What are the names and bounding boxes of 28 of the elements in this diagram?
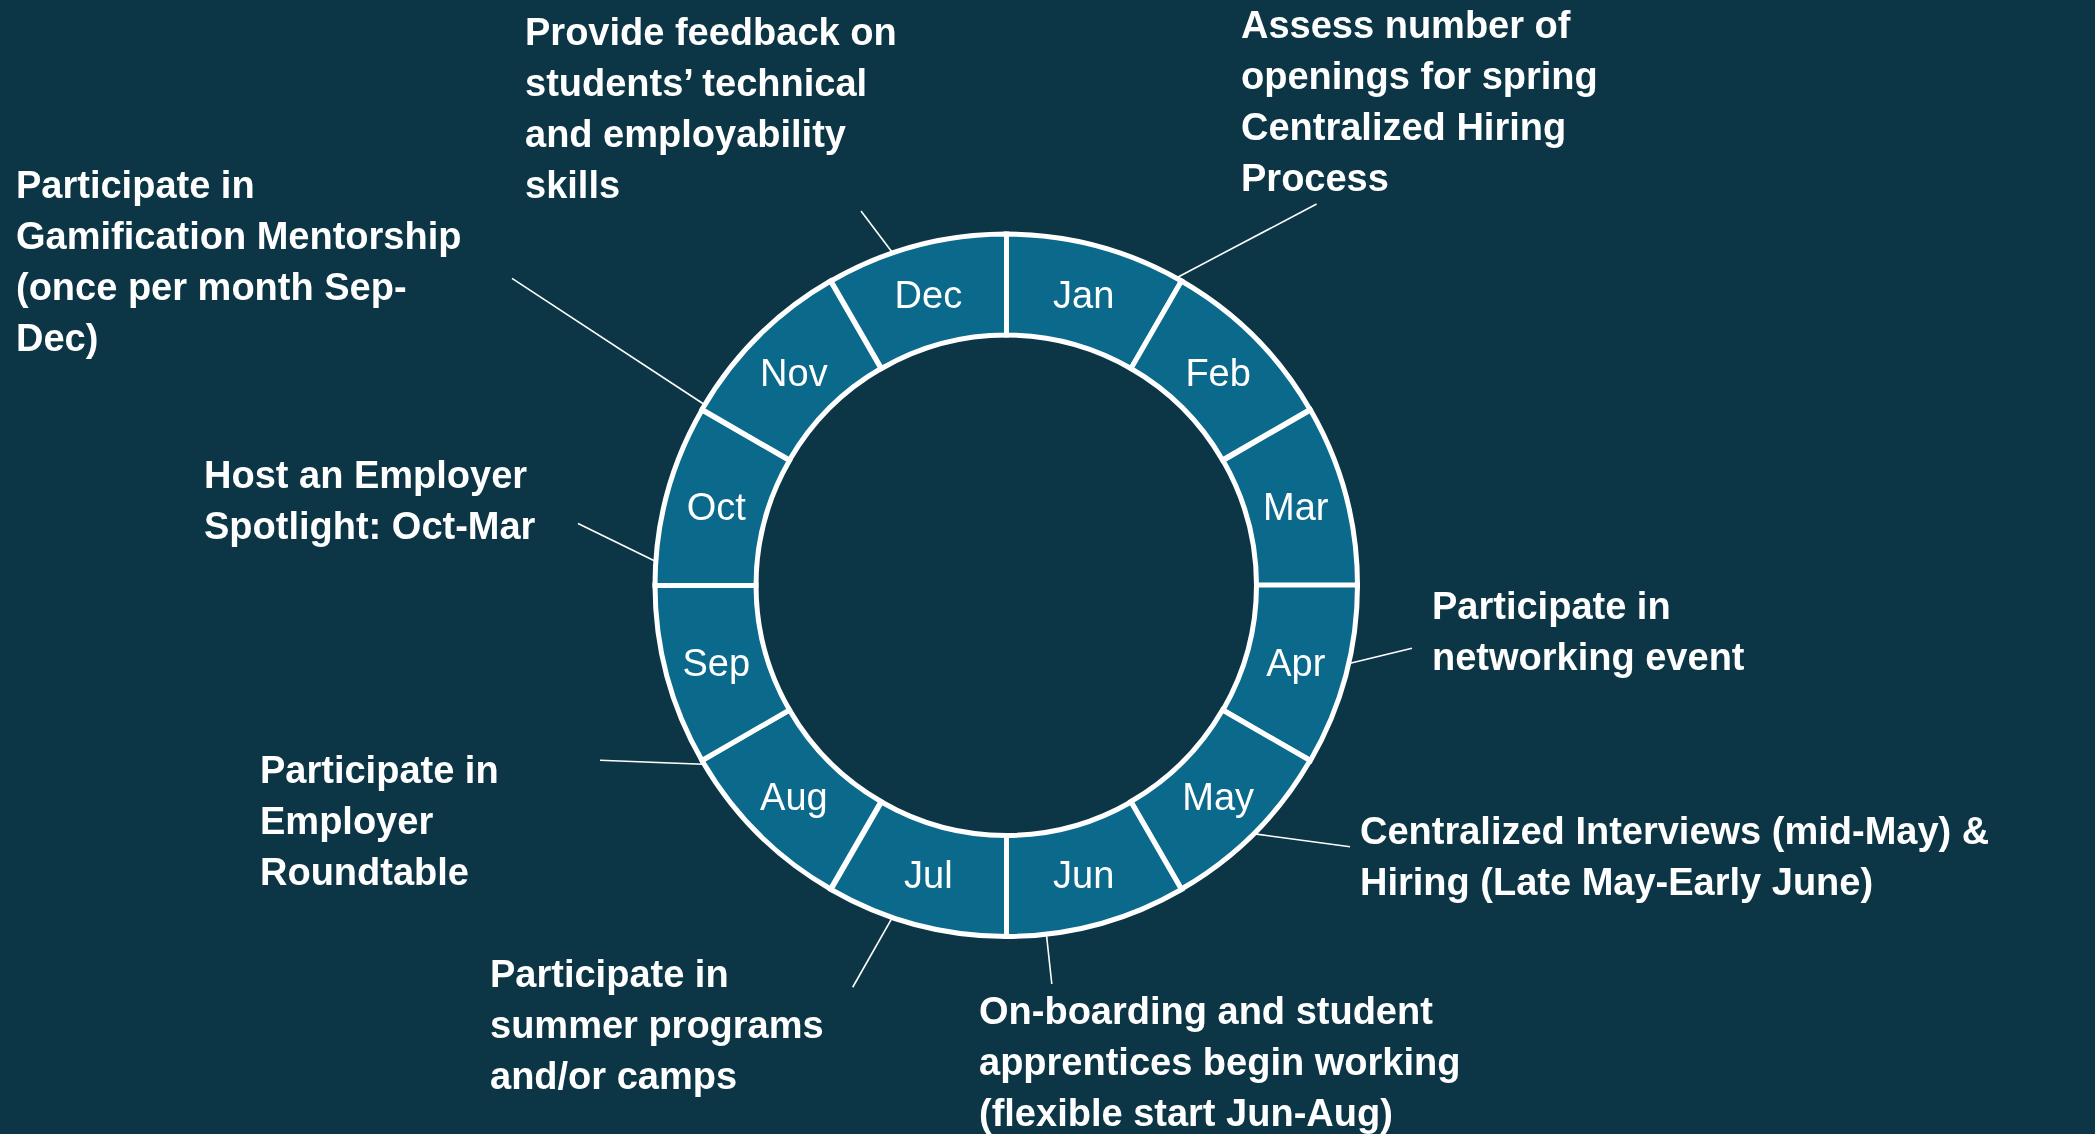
month-label: Aug xyxy=(760,775,828,819)
month-label: Jun xyxy=(1053,853,1115,897)
month-label: Dec xyxy=(894,273,963,317)
leader-line xyxy=(599,759,704,765)
callout-text: Participate in networking event xyxy=(1432,581,1792,683)
month-label: Apr xyxy=(1266,641,1326,685)
leader-line xyxy=(1254,833,1351,848)
leader-line xyxy=(860,210,893,253)
callout-text: On-boarding and student apprentices begin working (flexible start Jun-Aug) xyxy=(979,986,1539,1134)
month-label: Sep xyxy=(682,641,751,685)
month-label: Mar xyxy=(1263,485,1329,529)
month-label: Oct xyxy=(686,485,746,529)
callout-text: Participate in summer programs and/or camps xyxy=(490,949,880,1102)
month-label: Jan xyxy=(1053,273,1115,317)
callout-text: Participate in Gamification Mentorship (once per month Sep-Dec) xyxy=(16,160,476,364)
callout-text: Provide feedback on students’ technical and employability skills xyxy=(525,7,925,211)
callout-text: Participate in Employer Roundtable xyxy=(260,745,540,898)
leader-line xyxy=(577,522,656,562)
month-label: Feb xyxy=(1185,351,1251,395)
callout-text: Assess number of openings for spring Centralized Hiring Process xyxy=(1241,0,1661,204)
leader-line xyxy=(1176,203,1318,279)
callout-text: Centralized Interviews (mid-May) & Hiring (Late May-Early June) xyxy=(1360,806,2090,908)
callout-text: Host an Employer Spotlight: Oct-Mar xyxy=(204,450,584,552)
leader-line xyxy=(511,277,705,406)
month-label: Nov xyxy=(760,351,828,395)
month-label: May xyxy=(1182,775,1254,819)
month-label: Jul xyxy=(904,853,953,897)
leader-line xyxy=(851,917,893,989)
